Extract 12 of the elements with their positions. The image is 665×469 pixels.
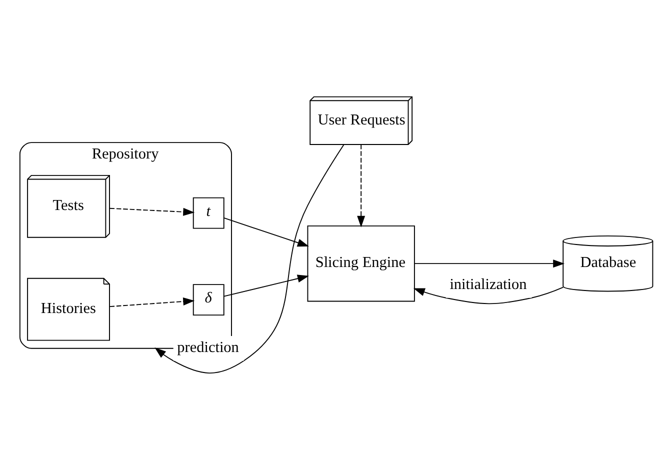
- arrow: [109, 297, 195, 307]
- arrow: [224, 274, 309, 296]
- arrow: [357, 144, 366, 227]
- node-box: δ: [192, 284, 224, 316]
- arrow: [414, 259, 565, 268]
- arrow: [413, 286, 564, 304]
- edge-label: initialization: [450, 276, 527, 293]
- node-box: t: [192, 196, 224, 228]
- arrow: [109, 207, 195, 216]
- node-box: Slicing Engine: [307, 224, 415, 302]
- arrow: [154, 144, 344, 374]
- arrow: [224, 216, 309, 246]
